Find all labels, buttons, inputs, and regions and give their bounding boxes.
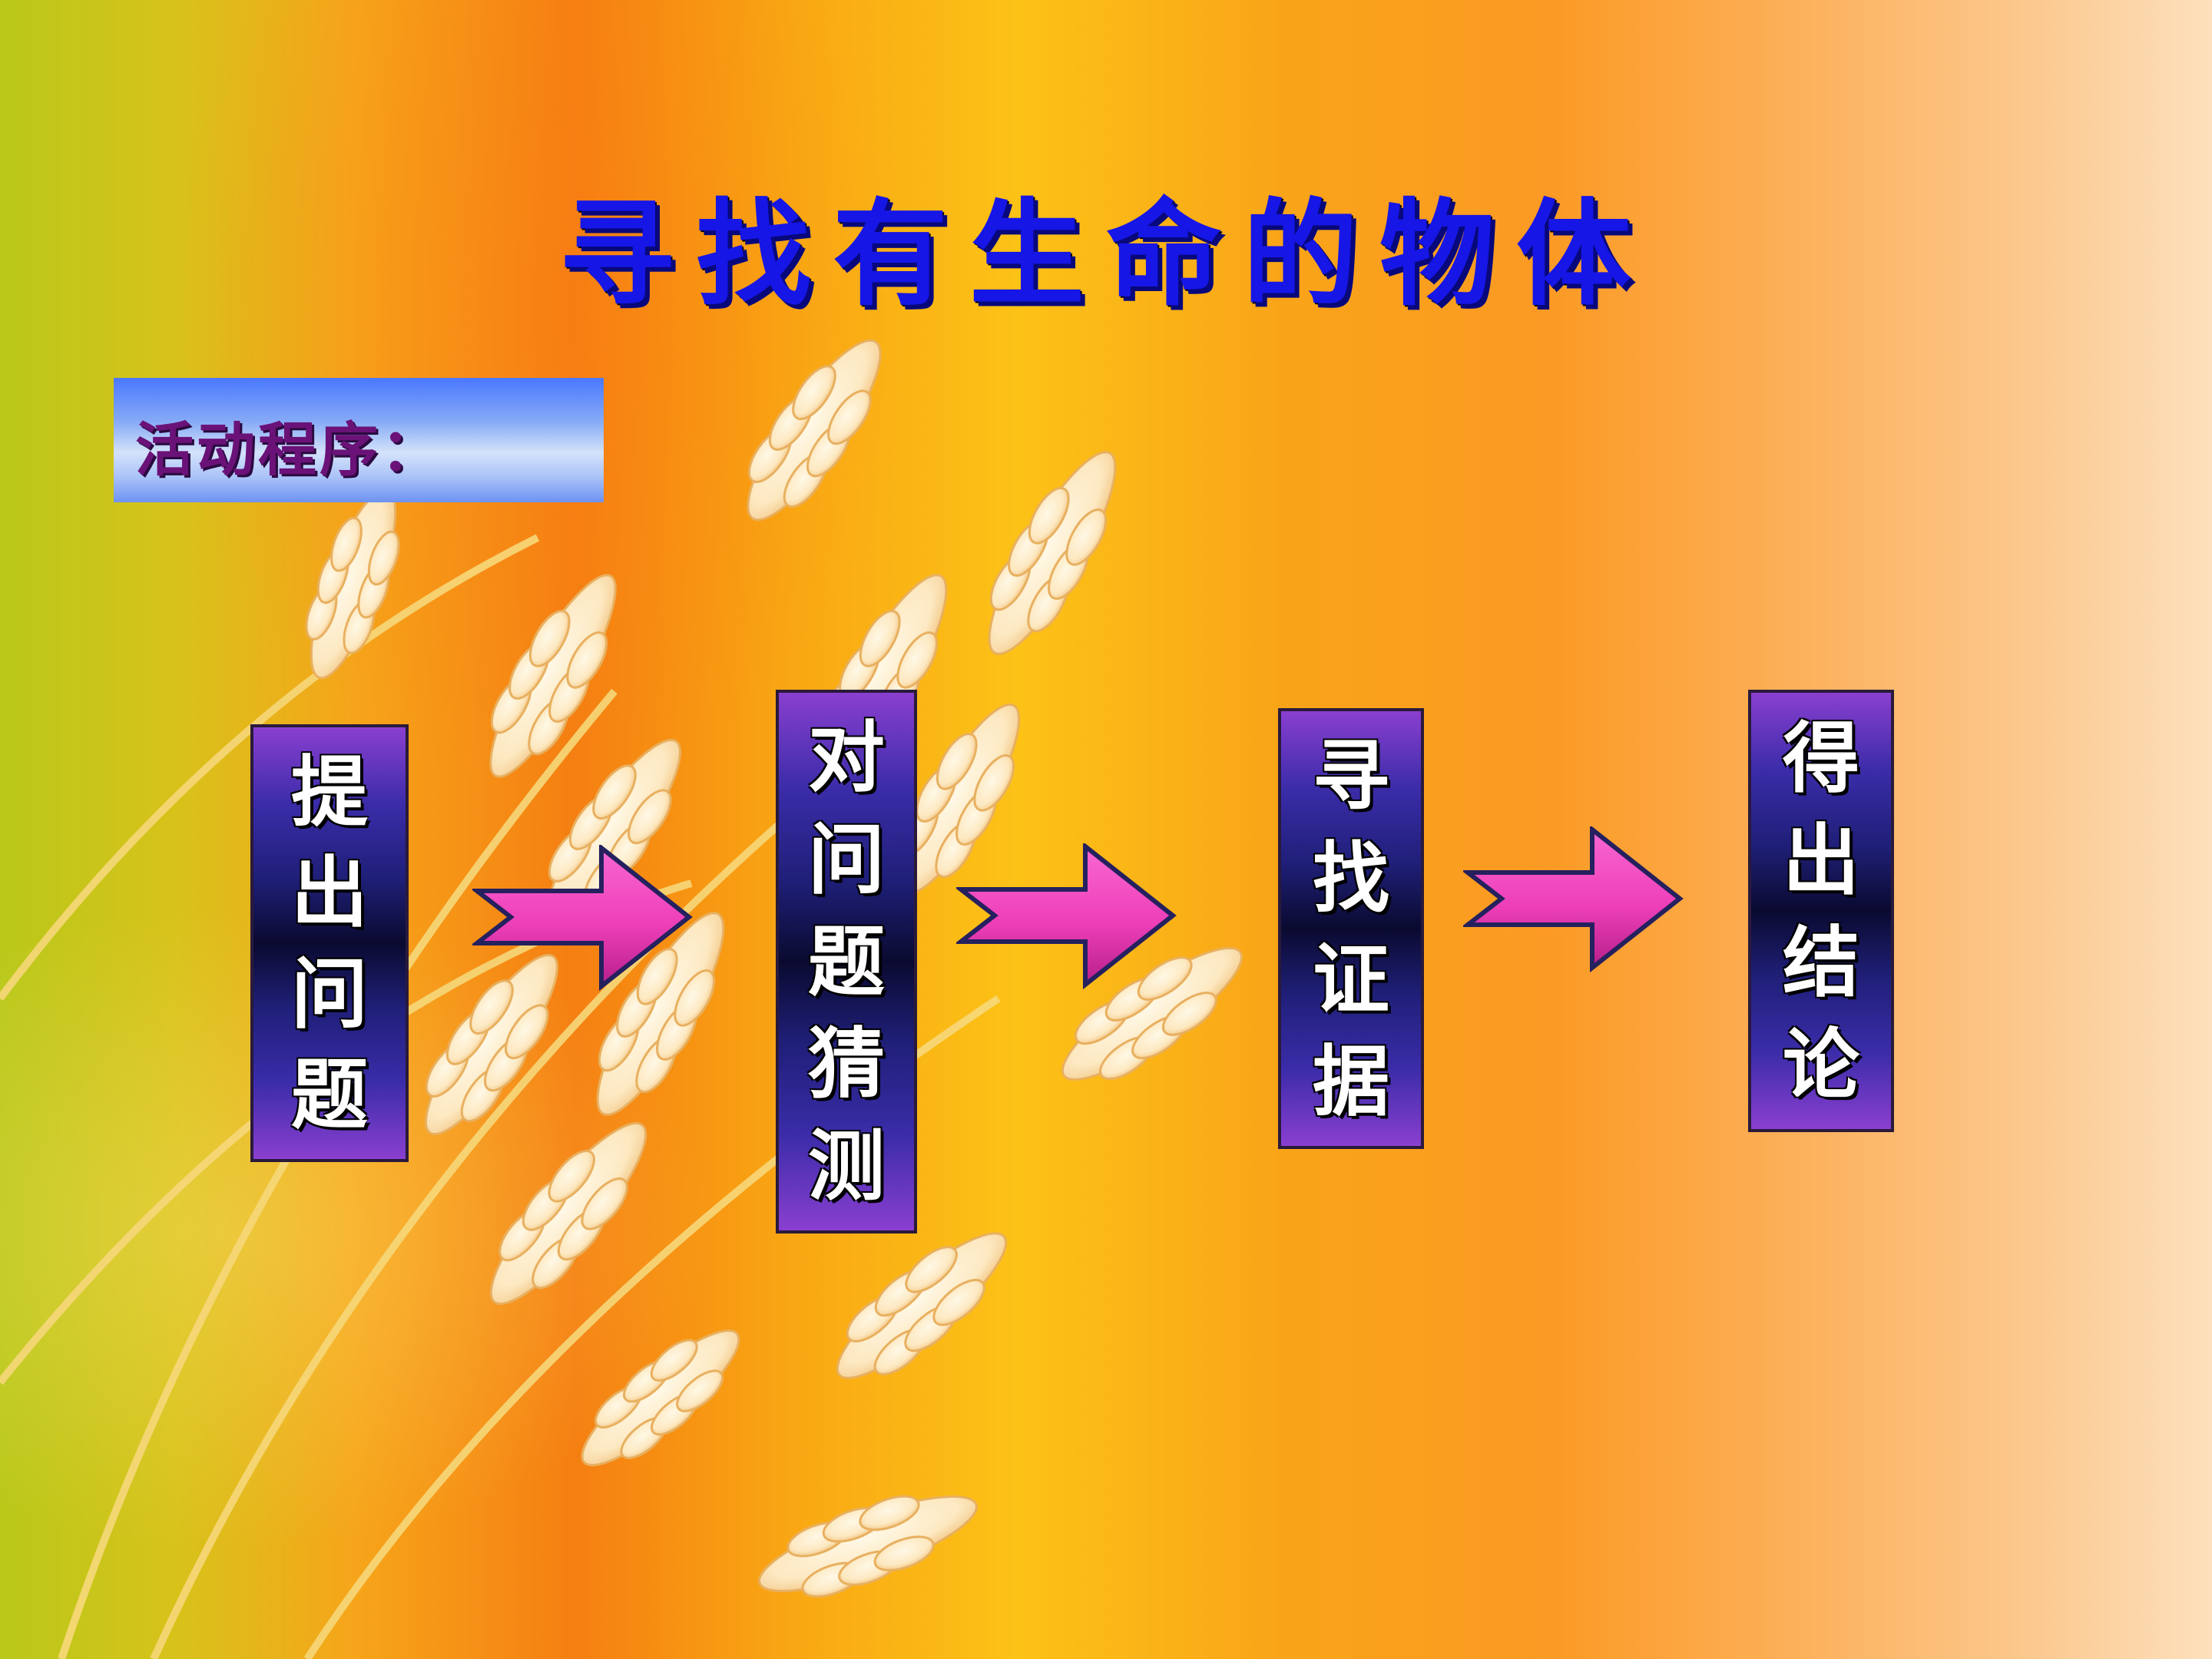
step-char: 论 [1783, 1018, 1859, 1110]
step-char: 寻 [1313, 730, 1389, 822]
step-char: 提 [291, 746, 368, 837]
step-hypothesis: 对 问 题 猜 测 [776, 690, 917, 1233]
step-conclusion: 得 出 结 论 [1748, 690, 1894, 1132]
step-char: 得 [1783, 712, 1859, 803]
step-char: 问 [291, 948, 368, 1039]
step-char: 问 [808, 814, 885, 906]
step-find-evidence: 寻 找 证 据 [1278, 708, 1424, 1149]
step-char: 找 [1313, 832, 1389, 923]
flow-arrow-1 [472, 845, 693, 991]
flow-arrow-3 [1463, 826, 1684, 972]
step-char: 对 [808, 712, 885, 803]
step-char: 证 [1313, 934, 1389, 1025]
step-char: 猜 [808, 1018, 885, 1109]
flow-arrow-2 [956, 843, 1177, 989]
step-char: 题 [291, 1049, 368, 1141]
step-raise-question: 提 出 问 题 [250, 724, 409, 1162]
step-char: 据 [1313, 1035, 1389, 1127]
step-char: 出 [1783, 814, 1859, 906]
page-title: 寻找有生命的物体 [558, 187, 1653, 322]
activity-label: 活动程序： [135, 416, 442, 484]
step-char: 测 [808, 1120, 885, 1211]
activity-label-box: 活动程序： [114, 378, 604, 502]
step-char: 结 [1783, 916, 1859, 1008]
step-char: 题 [808, 916, 885, 1007]
step-char: 出 [291, 847, 368, 939]
